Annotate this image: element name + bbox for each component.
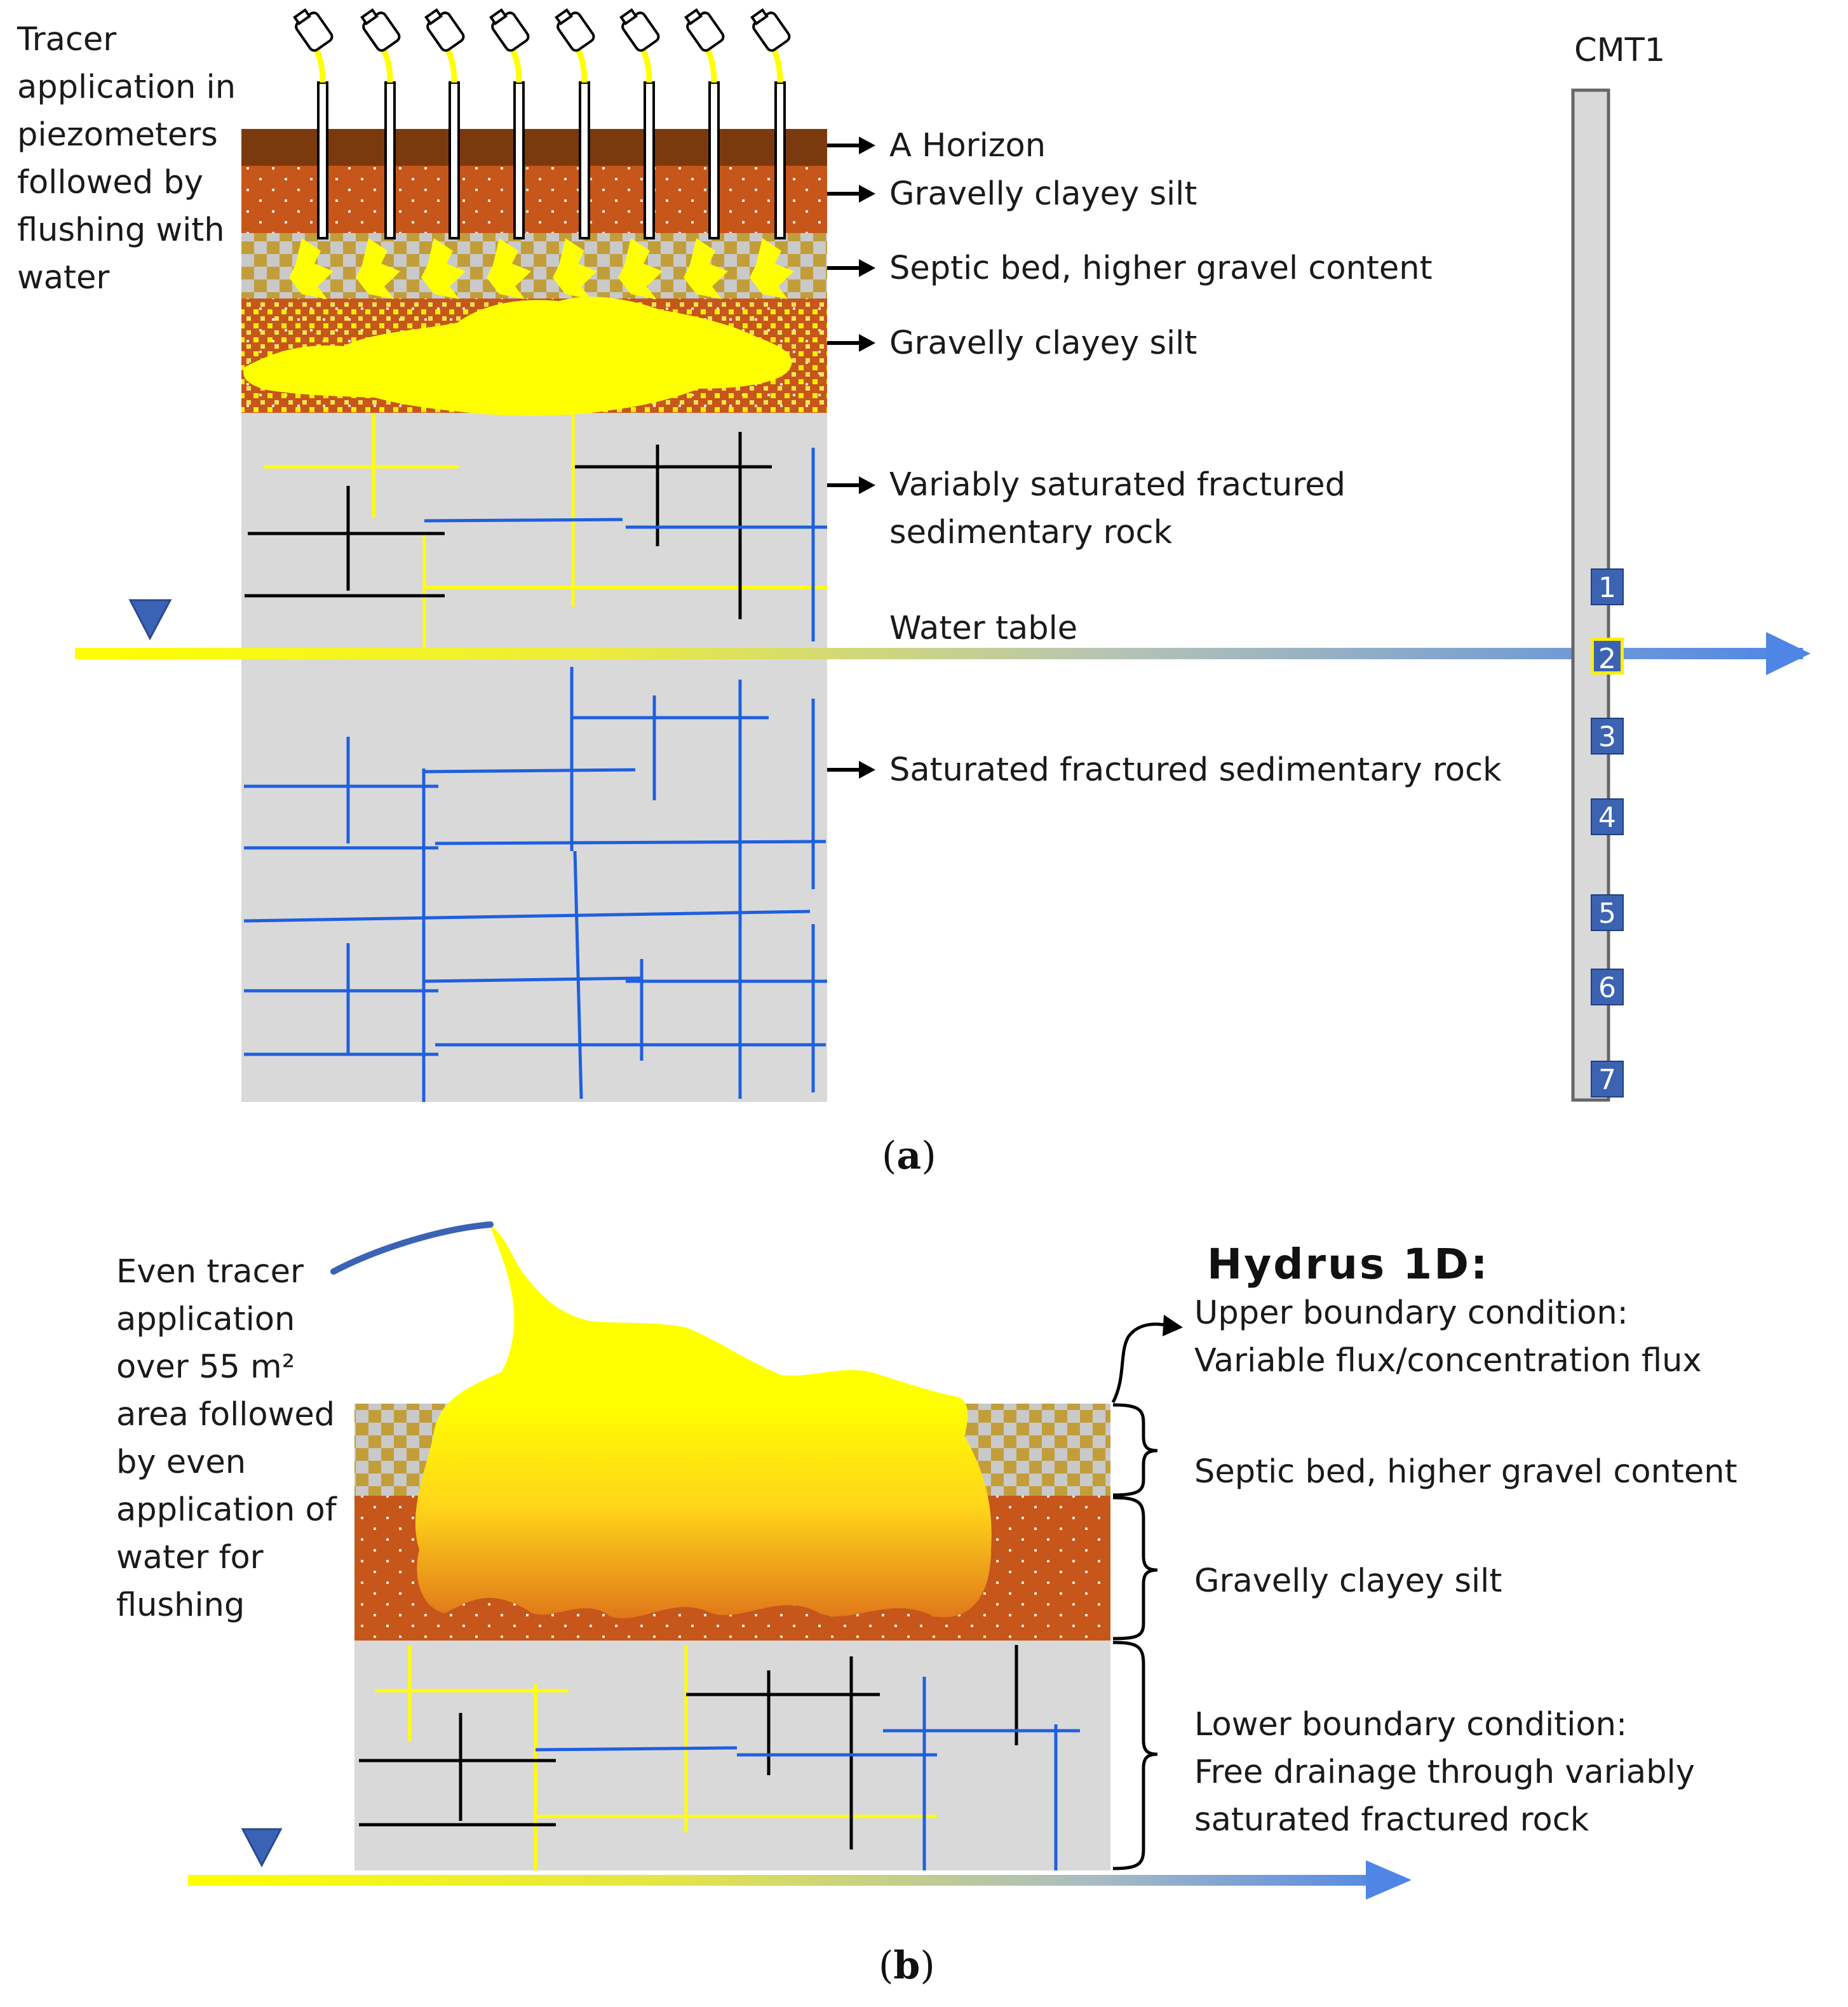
b-water-table-arrowhead (1366, 1860, 1412, 1900)
tracer-bottle-icon (684, 8, 725, 52)
well-port-highlighted: 2 (1591, 638, 1624, 675)
well-port: 3 (1591, 718, 1624, 755)
tracer-bottle-icon (424, 8, 465, 52)
panel-a-profile (75, 8, 1811, 1102)
label-water-table: Water table (889, 610, 1078, 647)
b-rock-layer (354, 1641, 1110, 1870)
label-gravelly-clayey-silt-lower: Gravelly clayey silt (889, 325, 1197, 362)
tracer-note-line: application in (17, 69, 236, 106)
tracer-bottle-icon (360, 8, 401, 52)
layer-braces (1111, 1322, 1168, 1870)
tracer-bottle-icon (619, 8, 660, 52)
hose-icon (330, 1221, 494, 1275)
label-variably-saturated-rock-2: sedimentary rock (889, 514, 1173, 551)
label-lower-bc: Lower boundary condition: (1194, 1706, 1628, 1743)
tracer-note-line: Tracer (17, 21, 117, 58)
caption-a: (a) (882, 1134, 936, 1178)
tracer-note-line: flushing with (17, 211, 225, 249)
label-saturated-rock: Saturated fractured sedimentary rock (889, 751, 1502, 789)
label-arrows-a (827, 137, 875, 779)
label-b-septic-bed: Septic bed, higher gravel content (1194, 1453, 1737, 1491)
water-table-bar (75, 648, 1803, 659)
brace-rock (1112, 1641, 1158, 1870)
well-port: 4 (1591, 798, 1624, 835)
application-note-line: application (116, 1301, 295, 1338)
piezometer (293, 8, 334, 239)
label-variably-saturated-rock: Variably saturated fractured (889, 466, 1346, 504)
tracer-application-plume (415, 1225, 992, 1618)
upper-bc-arrowhead (1163, 1315, 1183, 1336)
fractures-vadose (245, 413, 827, 654)
tracer-note-line: followed by (17, 164, 203, 201)
a-horizon-layer (241, 129, 827, 166)
well-port: 7 (1591, 1061, 1624, 1097)
piezometer (684, 8, 725, 239)
upper-bc-curved-arrow (1111, 1322, 1168, 1404)
piezometer (750, 8, 791, 239)
water-table-arrowhead (1766, 632, 1811, 675)
piezometer (555, 8, 595, 239)
application-note-line: Even tracer (116, 1253, 304, 1291)
tracer-blobs (289, 238, 794, 299)
piezometer (619, 8, 660, 239)
septic-bed-layer (241, 233, 827, 299)
brace-septic (1112, 1403, 1158, 1497)
well-port: 6 (1591, 969, 1624, 1005)
saturated-rock-layer (241, 654, 827, 1102)
application-note-line: by even (116, 1444, 246, 1481)
caption-b: (b) (879, 1943, 935, 1988)
piezometers (293, 8, 791, 239)
label-a-horizon: A Horizon (889, 127, 1046, 164)
well-port: 5 (1591, 894, 1624, 931)
application-note-line: area followed (116, 1396, 335, 1433)
label-b-gravelly-silt: Gravelly clayey silt (1194, 1562, 1502, 1600)
label-upper-bc: Upper boundary condition: (1194, 1294, 1628, 1332)
model-title: Hydrus 1D: (1207, 1240, 1490, 1289)
label-septic-bed: Septic bed, higher gravel content (889, 250, 1433, 287)
well-port: 1 (1591, 568, 1624, 605)
tracer-bottle-icon (555, 8, 595, 52)
label-gravelly-clayey-silt-upper: Gravelly clayey silt (889, 175, 1197, 213)
application-note-line: application of (116, 1491, 337, 1529)
label-upper-bc-2: Variable flux/concentration flux (1194, 1342, 1702, 1379)
piezometer (424, 8, 465, 239)
b-water-table-triangle-icon (241, 1828, 283, 1868)
label-lower-bc-2: Free drainage through variably (1194, 1754, 1695, 1791)
tracer-bottle-icon (293, 8, 334, 52)
piezometer (360, 8, 401, 239)
piezometer (489, 8, 530, 239)
tracer-note-line: water (17, 259, 110, 297)
application-note-line: flushing (116, 1587, 245, 1624)
fractures-saturated (243, 661, 827, 1102)
application-note-line: over 55 m² (116, 1348, 295, 1386)
tracer-bottle-icon (489, 8, 530, 52)
b-water-table-bar (188, 1875, 1395, 1886)
tracer-plume (243, 297, 792, 416)
application-note-line: water for (116, 1539, 264, 1576)
gravelly-silt-upper-layer (241, 166, 827, 233)
water-table-triangle-icon (128, 599, 172, 641)
tracer-bottle-icon (750, 8, 791, 52)
tracer-note-line: piezometers (17, 116, 218, 154)
well-label: CMT1 (1574, 32, 1666, 69)
panel-b-profile (188, 1221, 1412, 1900)
b-fractures (359, 1645, 1080, 1870)
brace-gravelly (1112, 1496, 1158, 1641)
label-lower-bc-3: saturated fractured rock (1194, 1801, 1589, 1839)
